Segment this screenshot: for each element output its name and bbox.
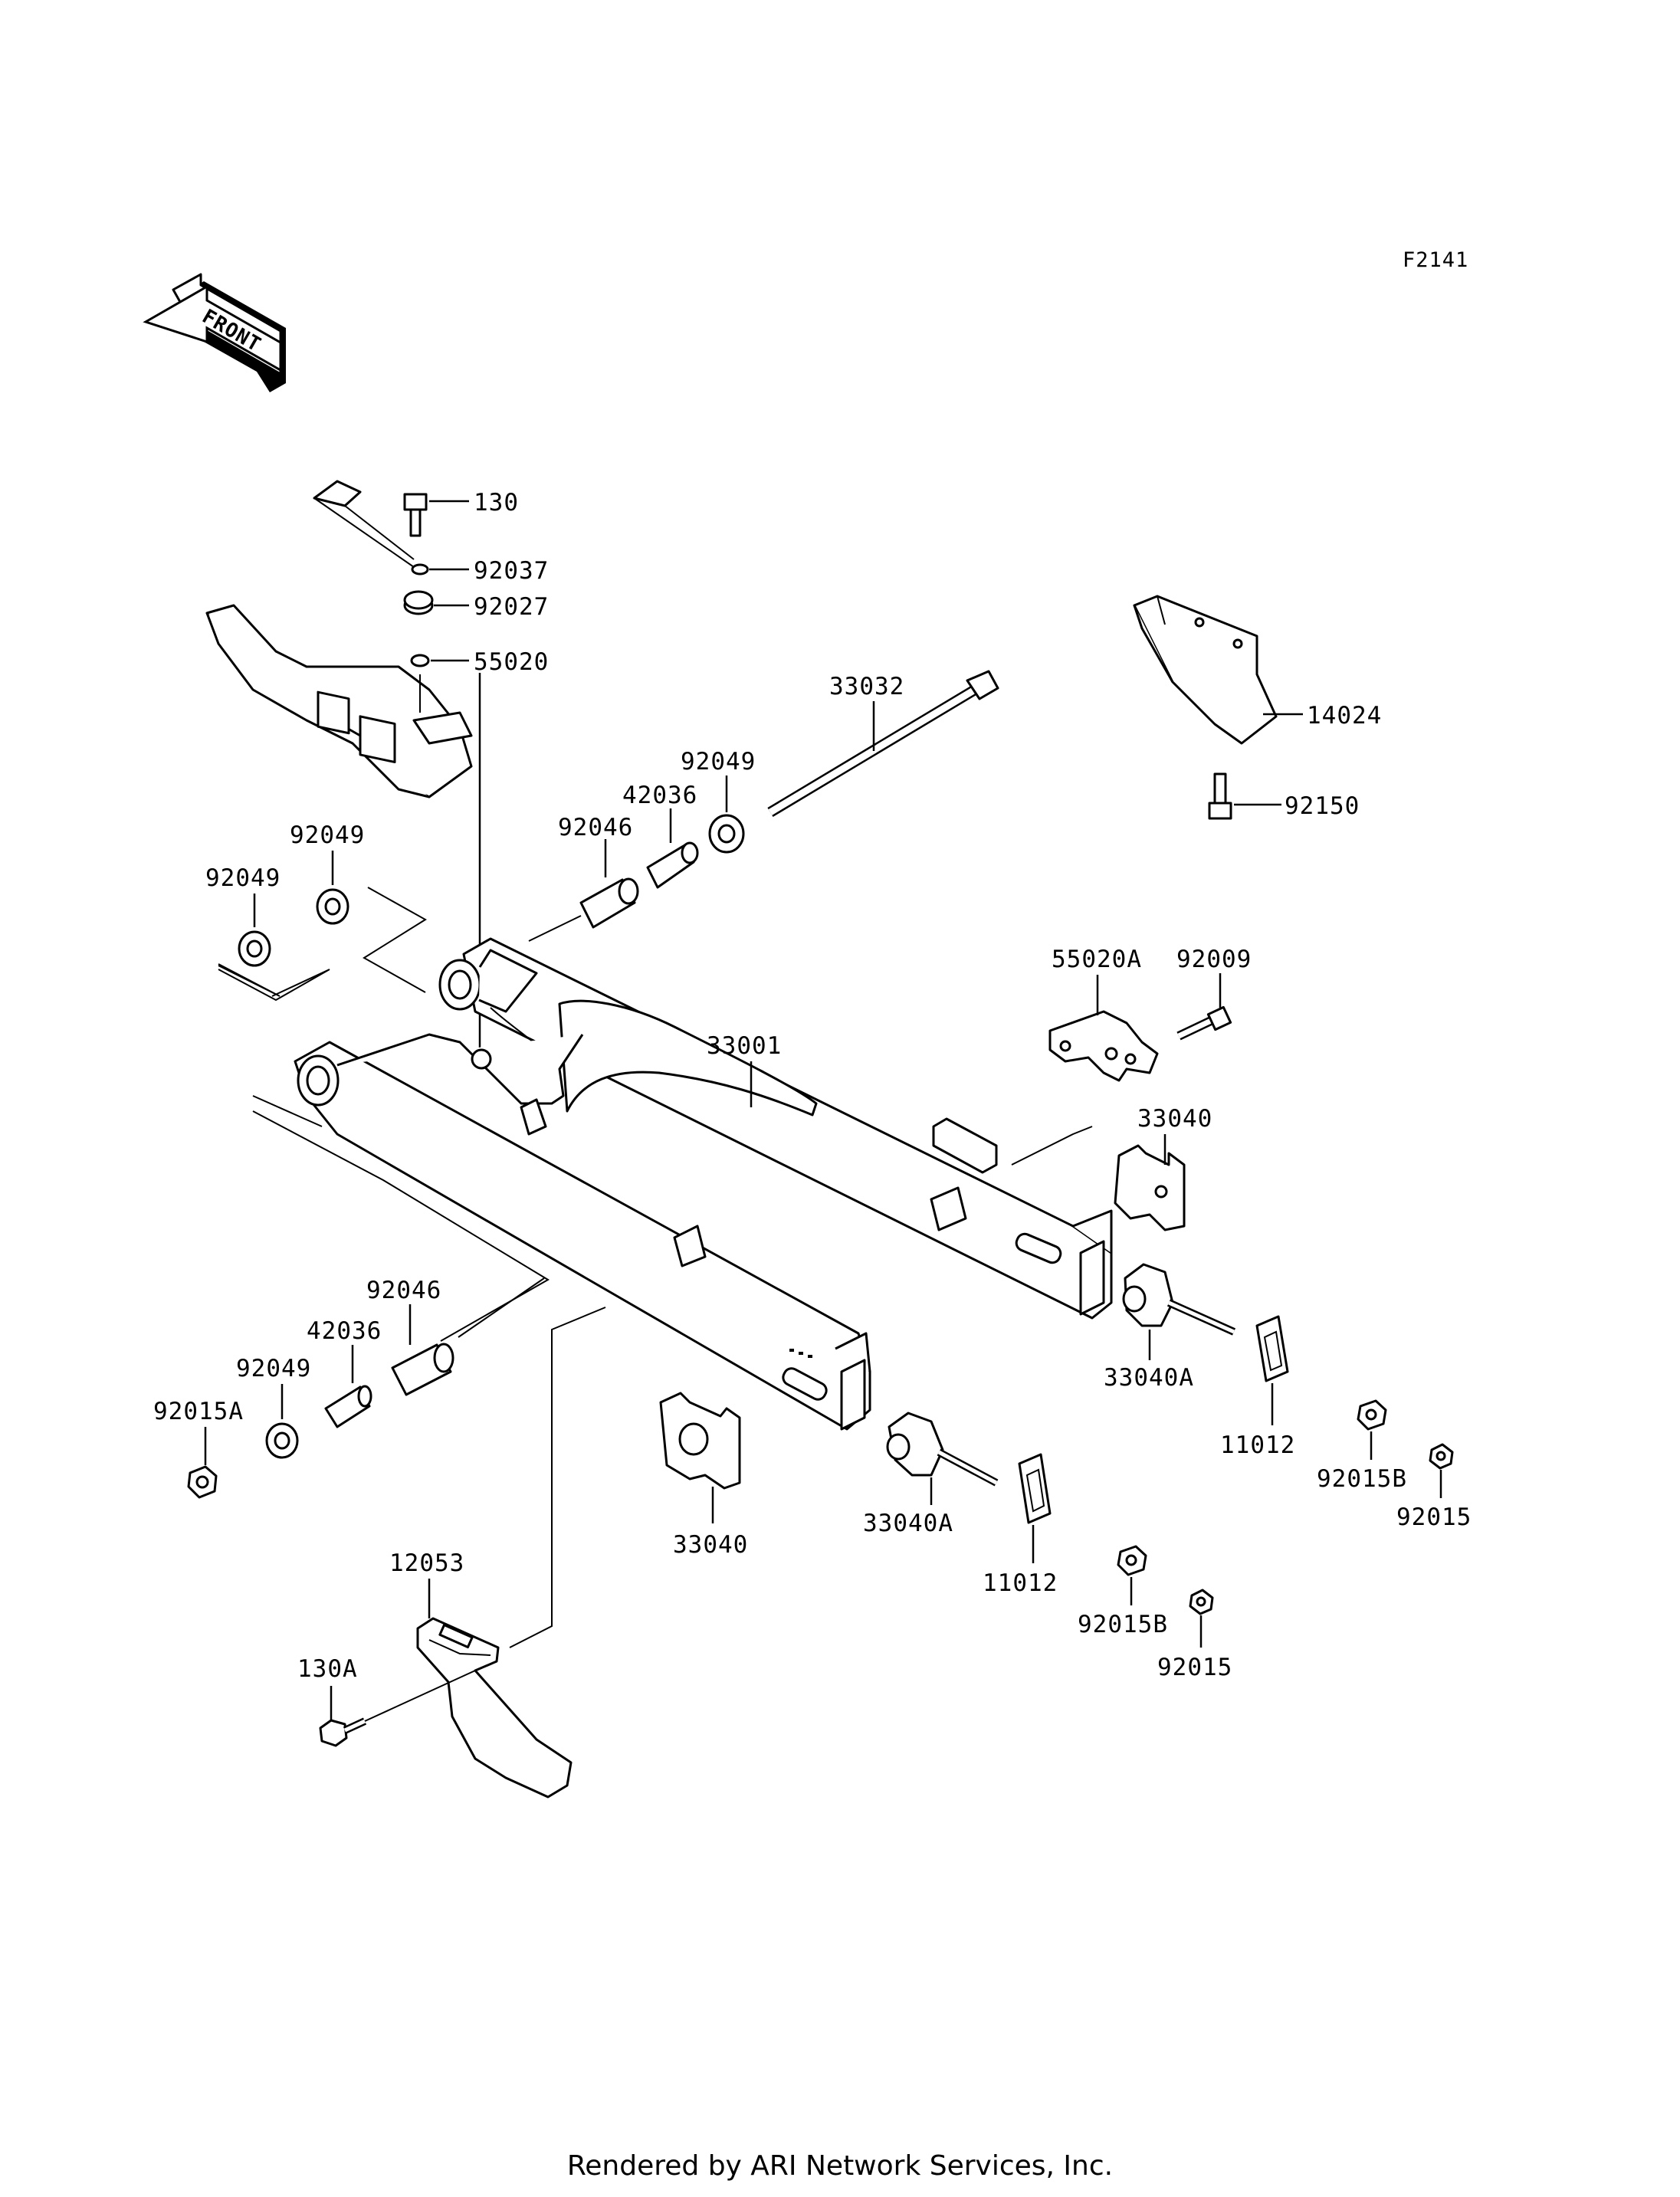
nut-92015-lower xyxy=(1189,1589,1214,1648)
label-33040A-b: 33040A xyxy=(863,1510,953,1537)
nut-92015-upper xyxy=(1429,1443,1454,1498)
label-92009: 92009 xyxy=(1176,946,1252,973)
label-92015B-b: 92015B xyxy=(1078,1611,1168,1638)
label-92015-b: 92015 xyxy=(1157,1654,1232,1681)
bolt-130A-icon xyxy=(319,1670,476,1747)
adjuster-block-33040-lower xyxy=(659,1392,741,1523)
block-11012-upper xyxy=(1255,1315,1289,1425)
label-130A: 130A xyxy=(297,1655,358,1683)
leader-lines-left xyxy=(218,887,427,1002)
front-arrow-icon: FRONT xyxy=(143,273,286,392)
nut-92015B-lower xyxy=(1117,1545,1147,1605)
label-11012-a: 11012 xyxy=(1220,1431,1295,1459)
label-55020: 55020 xyxy=(474,648,549,676)
label-33032: 33032 xyxy=(829,673,904,700)
seal-92049-left-b xyxy=(316,851,349,925)
label-33040-b: 33040 xyxy=(673,1531,748,1559)
label-92046-a: 92046 xyxy=(558,814,633,841)
leader-lines-lower xyxy=(252,1095,1093,1648)
adjuster-block-33040-upper xyxy=(1114,1134,1186,1231)
label-92037: 92037 xyxy=(474,557,549,585)
bolt-92150-icon xyxy=(1208,772,1281,820)
chain-guard-12053 xyxy=(416,1579,573,1799)
chain-guide-upper xyxy=(205,604,473,798)
seal-92049-lower xyxy=(265,1384,299,1459)
pivot-shaft-33032 xyxy=(767,670,999,818)
label-92049-a: 92049 xyxy=(681,748,756,776)
label-11012-b: 11012 xyxy=(983,1569,1058,1597)
label-130: 130 xyxy=(474,489,519,516)
label-33001: 33001 xyxy=(707,1032,782,1060)
footer-credit: Rendered by ARI Network Services, Inc. xyxy=(567,2150,1113,2182)
collar-92027-icon xyxy=(403,590,469,615)
seal-92049-left-c xyxy=(238,894,271,967)
label-92150: 92150 xyxy=(1285,792,1360,820)
label-92015-a: 92015 xyxy=(1396,1503,1472,1531)
label-92015B-a: 92015B xyxy=(1317,1465,1407,1493)
chain-case-14024 xyxy=(1133,595,1303,745)
label-42036-b: 42036 xyxy=(307,1317,382,1345)
collar-42036-upper xyxy=(646,808,699,889)
bearing-92046-upper xyxy=(528,839,639,942)
label-33040-a: 33040 xyxy=(1137,1105,1212,1133)
label-92049-d: 92049 xyxy=(236,1355,311,1382)
seal-92049-upper xyxy=(708,776,745,854)
bearing-92046-lower xyxy=(391,1304,454,1396)
adjuster-33040A-upper xyxy=(1122,1263,1236,1360)
swingarm-33001 xyxy=(294,937,1113,1431)
label-92046-b: 92046 xyxy=(366,1277,441,1304)
label-12053: 12053 xyxy=(389,1549,464,1577)
washer-92037-icon xyxy=(411,563,469,575)
rubber-tab-92037 xyxy=(313,480,415,568)
bolt-icon xyxy=(403,493,469,537)
label-92015A: 92015A xyxy=(153,1398,244,1425)
label-14024: 14024 xyxy=(1307,702,1382,730)
label-92027: 92027 xyxy=(474,593,549,621)
nut-92015A xyxy=(187,1427,218,1499)
adjuster-33040A-lower xyxy=(886,1412,999,1505)
collar-42036-lower xyxy=(324,1345,372,1428)
label-92049-b: 92049 xyxy=(290,821,365,849)
figure-id: F2141 xyxy=(1403,248,1468,272)
label-33040A-a: 33040A xyxy=(1104,1364,1194,1392)
bolt-92009-icon xyxy=(1176,973,1232,1041)
label-92049-c: 92049 xyxy=(205,864,281,892)
nut-92015B-upper xyxy=(1357,1399,1387,1460)
label-55020A: 55020A xyxy=(1052,946,1142,973)
bracket-55020A xyxy=(1048,975,1159,1082)
block-11012-lower xyxy=(1018,1453,1052,1563)
label-42036-a: 42036 xyxy=(622,782,697,809)
